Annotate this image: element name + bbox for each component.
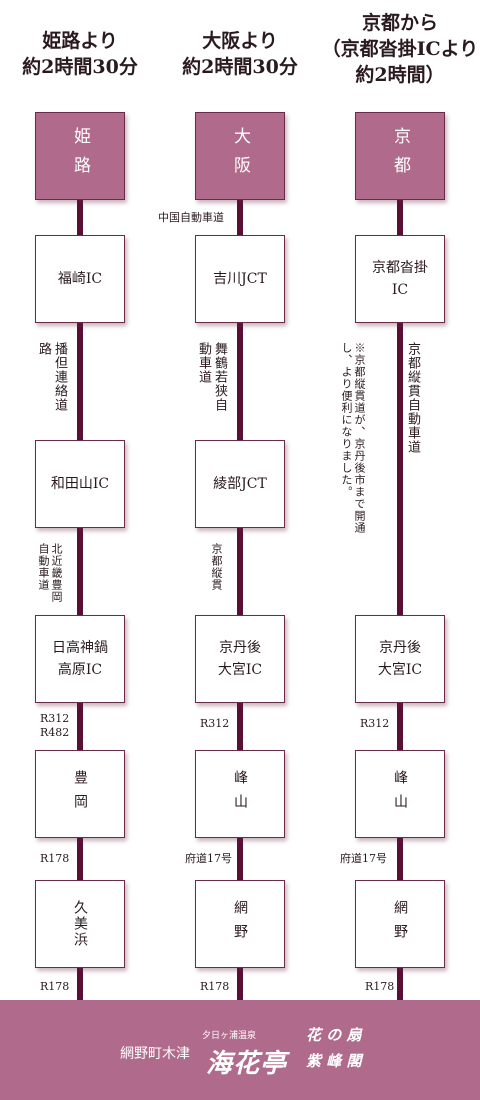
col2-title: 大阪より約2時間30分 bbox=[182, 30, 298, 78]
step-mineyama-2: 峰山 bbox=[195, 750, 285, 838]
road-maizuru: 舞鶴若狭自動車道 bbox=[196, 342, 227, 412]
road-c2-l1: R312 bbox=[200, 717, 230, 730]
footer-destination bbox=[0, 1000, 480, 1100]
road-c2-l3: R178 bbox=[200, 980, 230, 993]
road-kyoto-jukan-2: 京都縦貫 bbox=[210, 543, 223, 591]
road-c1-l3: R178 bbox=[40, 980, 70, 993]
step-amino-2: 網野 bbox=[195, 880, 285, 968]
road-banshin: 播但連絡道路 bbox=[36, 342, 67, 412]
road-kyoto-jukan-3: 京都縦貫自動車道 bbox=[405, 342, 420, 454]
road-c3-l1: R312 bbox=[360, 717, 390, 730]
col1-title: 姫路より約2時間30分 bbox=[22, 30, 138, 78]
route-line-3 bbox=[397, 200, 403, 1000]
step-wadayama-ic: 和田山IC bbox=[35, 440, 125, 528]
footer-town: 網野町木津 bbox=[120, 1046, 190, 1062]
footer-onsen: 夕日ヶ浦温泉 bbox=[202, 1031, 257, 1041]
step-yokawa-jct: 吉川JCT bbox=[195, 235, 285, 323]
road-c1-l2: R178 bbox=[40, 852, 70, 865]
road-c2-l2: 府道17号 bbox=[185, 852, 232, 865]
step-amino-3: 網野 bbox=[355, 880, 445, 968]
route-note: ※京都縦貫道が、京丹後市まで開通し、より便利になりました。 bbox=[340, 342, 366, 534]
footer-logo-shihokaku: 紫 峰 閣 bbox=[306, 1052, 362, 1070]
origin-kyoto: 京都 bbox=[355, 112, 445, 200]
road-c3-l2: 府道17号 bbox=[340, 852, 387, 865]
step-hidaka-ic: 日高神鍋 高原IC bbox=[35, 615, 125, 703]
road-kitakinki: 北近畿豊岡自動車道 bbox=[37, 543, 63, 603]
origin-osaka: 大阪 bbox=[195, 112, 285, 200]
origin-osaka-label: 大阪 bbox=[230, 127, 250, 185]
step-kumihama: 久美浜 bbox=[35, 880, 125, 968]
footer-logo-hananoogi: 花 の 扇 bbox=[306, 1026, 362, 1044]
step-toyooka: 豊岡 bbox=[35, 750, 125, 838]
road-chugoku: 中国自動車道 bbox=[158, 211, 224, 224]
footer-logo-kaikatei: 海花亭 bbox=[206, 1049, 288, 1079]
route-line-2 bbox=[237, 200, 243, 1000]
step-ayabe-jct: 綾部JCT bbox=[195, 440, 285, 528]
step-kyotango-omiya-ic-2: 京丹後 大宮IC bbox=[195, 615, 285, 703]
col3-title: 京都から（京都沓掛ICより約2時間） bbox=[321, 12, 479, 86]
step-kyotango-omiya-ic-3: 京丹後 大宮IC bbox=[355, 615, 445, 703]
step-mineyama-3: 峰山 bbox=[355, 750, 445, 838]
origin-himeji: 姫路 bbox=[35, 112, 125, 200]
step-fukusaki-ic: 福崎IC bbox=[35, 235, 125, 323]
origin-himeji-label: 姫路 bbox=[70, 127, 90, 185]
route-line-1 bbox=[77, 200, 83, 1000]
road-c3-l3: R178 bbox=[365, 980, 395, 993]
road-c1-l1: R312 R482 bbox=[40, 712, 70, 739]
origin-kyoto-label: 京都 bbox=[390, 127, 410, 185]
step-kutsukake-ic: 京都沓掛 IC bbox=[355, 235, 445, 323]
